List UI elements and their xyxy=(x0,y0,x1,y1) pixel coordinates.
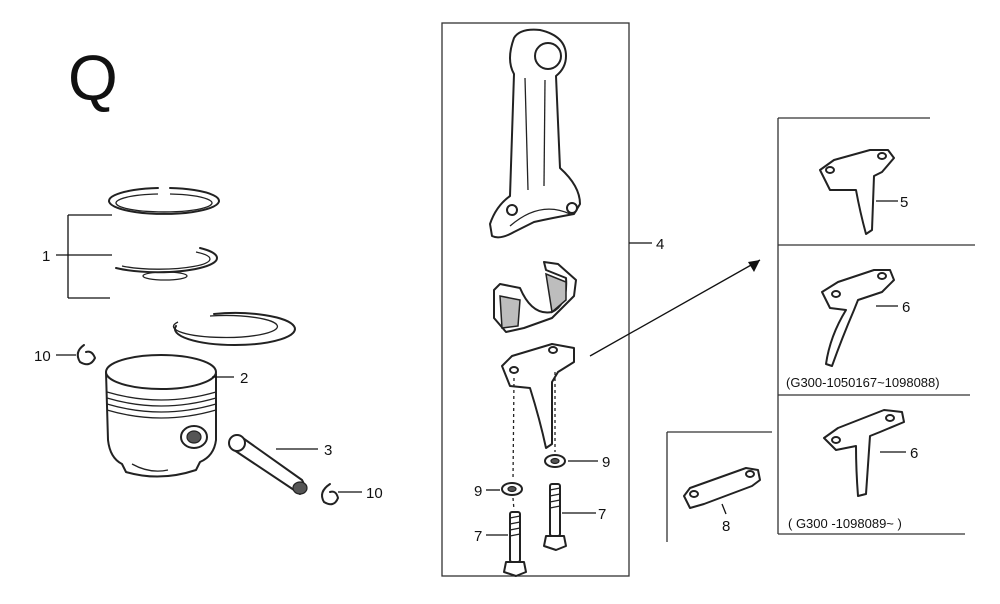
piston-pin-clip-right xyxy=(321,483,339,506)
ring-top xyxy=(108,187,220,215)
callout-2: 2 xyxy=(240,370,248,387)
washer-right xyxy=(544,454,566,468)
callout-10-left: 10 xyxy=(34,348,51,365)
serial-range-note-b: ( G300 -1098089~ ) xyxy=(788,516,902,531)
piston xyxy=(105,354,217,478)
callout-6b: 6 xyxy=(910,445,918,462)
variant-panel xyxy=(777,117,975,535)
bolt-right xyxy=(543,483,567,551)
piston-rings xyxy=(108,187,296,346)
governor-weight-6-lower xyxy=(823,409,905,497)
arrow-head xyxy=(748,260,760,272)
connecting-rod xyxy=(489,28,581,239)
governor-weight-5 xyxy=(819,149,895,235)
callout-8: 8 xyxy=(722,518,730,535)
plate xyxy=(683,467,761,509)
washer-left xyxy=(501,482,523,496)
callout-3: 3 xyxy=(324,442,332,459)
bolt-left xyxy=(503,511,527,577)
variant-arrow xyxy=(589,259,761,357)
governor-weight-6-upper xyxy=(821,269,895,367)
rod-cap xyxy=(493,261,577,333)
oil-dipper xyxy=(501,343,575,449)
section-letter: Q xyxy=(68,42,118,114)
piston-pin-clip-left xyxy=(76,344,96,366)
callout-9-right: 9 xyxy=(602,454,610,471)
callout-10-right: 10 xyxy=(366,485,383,502)
callout-9-left: 9 xyxy=(474,483,482,500)
connecting-rod-frame xyxy=(441,22,630,577)
callout-4: 4 xyxy=(656,236,664,253)
callout-7-left: 7 xyxy=(474,528,482,545)
callout-5: 5 xyxy=(900,194,908,211)
callout-7-right: 7 xyxy=(598,506,606,523)
callout-6a: 6 xyxy=(902,299,910,316)
piston-pin xyxy=(228,434,308,495)
callout-1: 1 xyxy=(42,248,50,265)
leader-lines xyxy=(56,200,906,536)
serial-range-note-a: (G300-1050167~1098088) xyxy=(786,375,940,390)
